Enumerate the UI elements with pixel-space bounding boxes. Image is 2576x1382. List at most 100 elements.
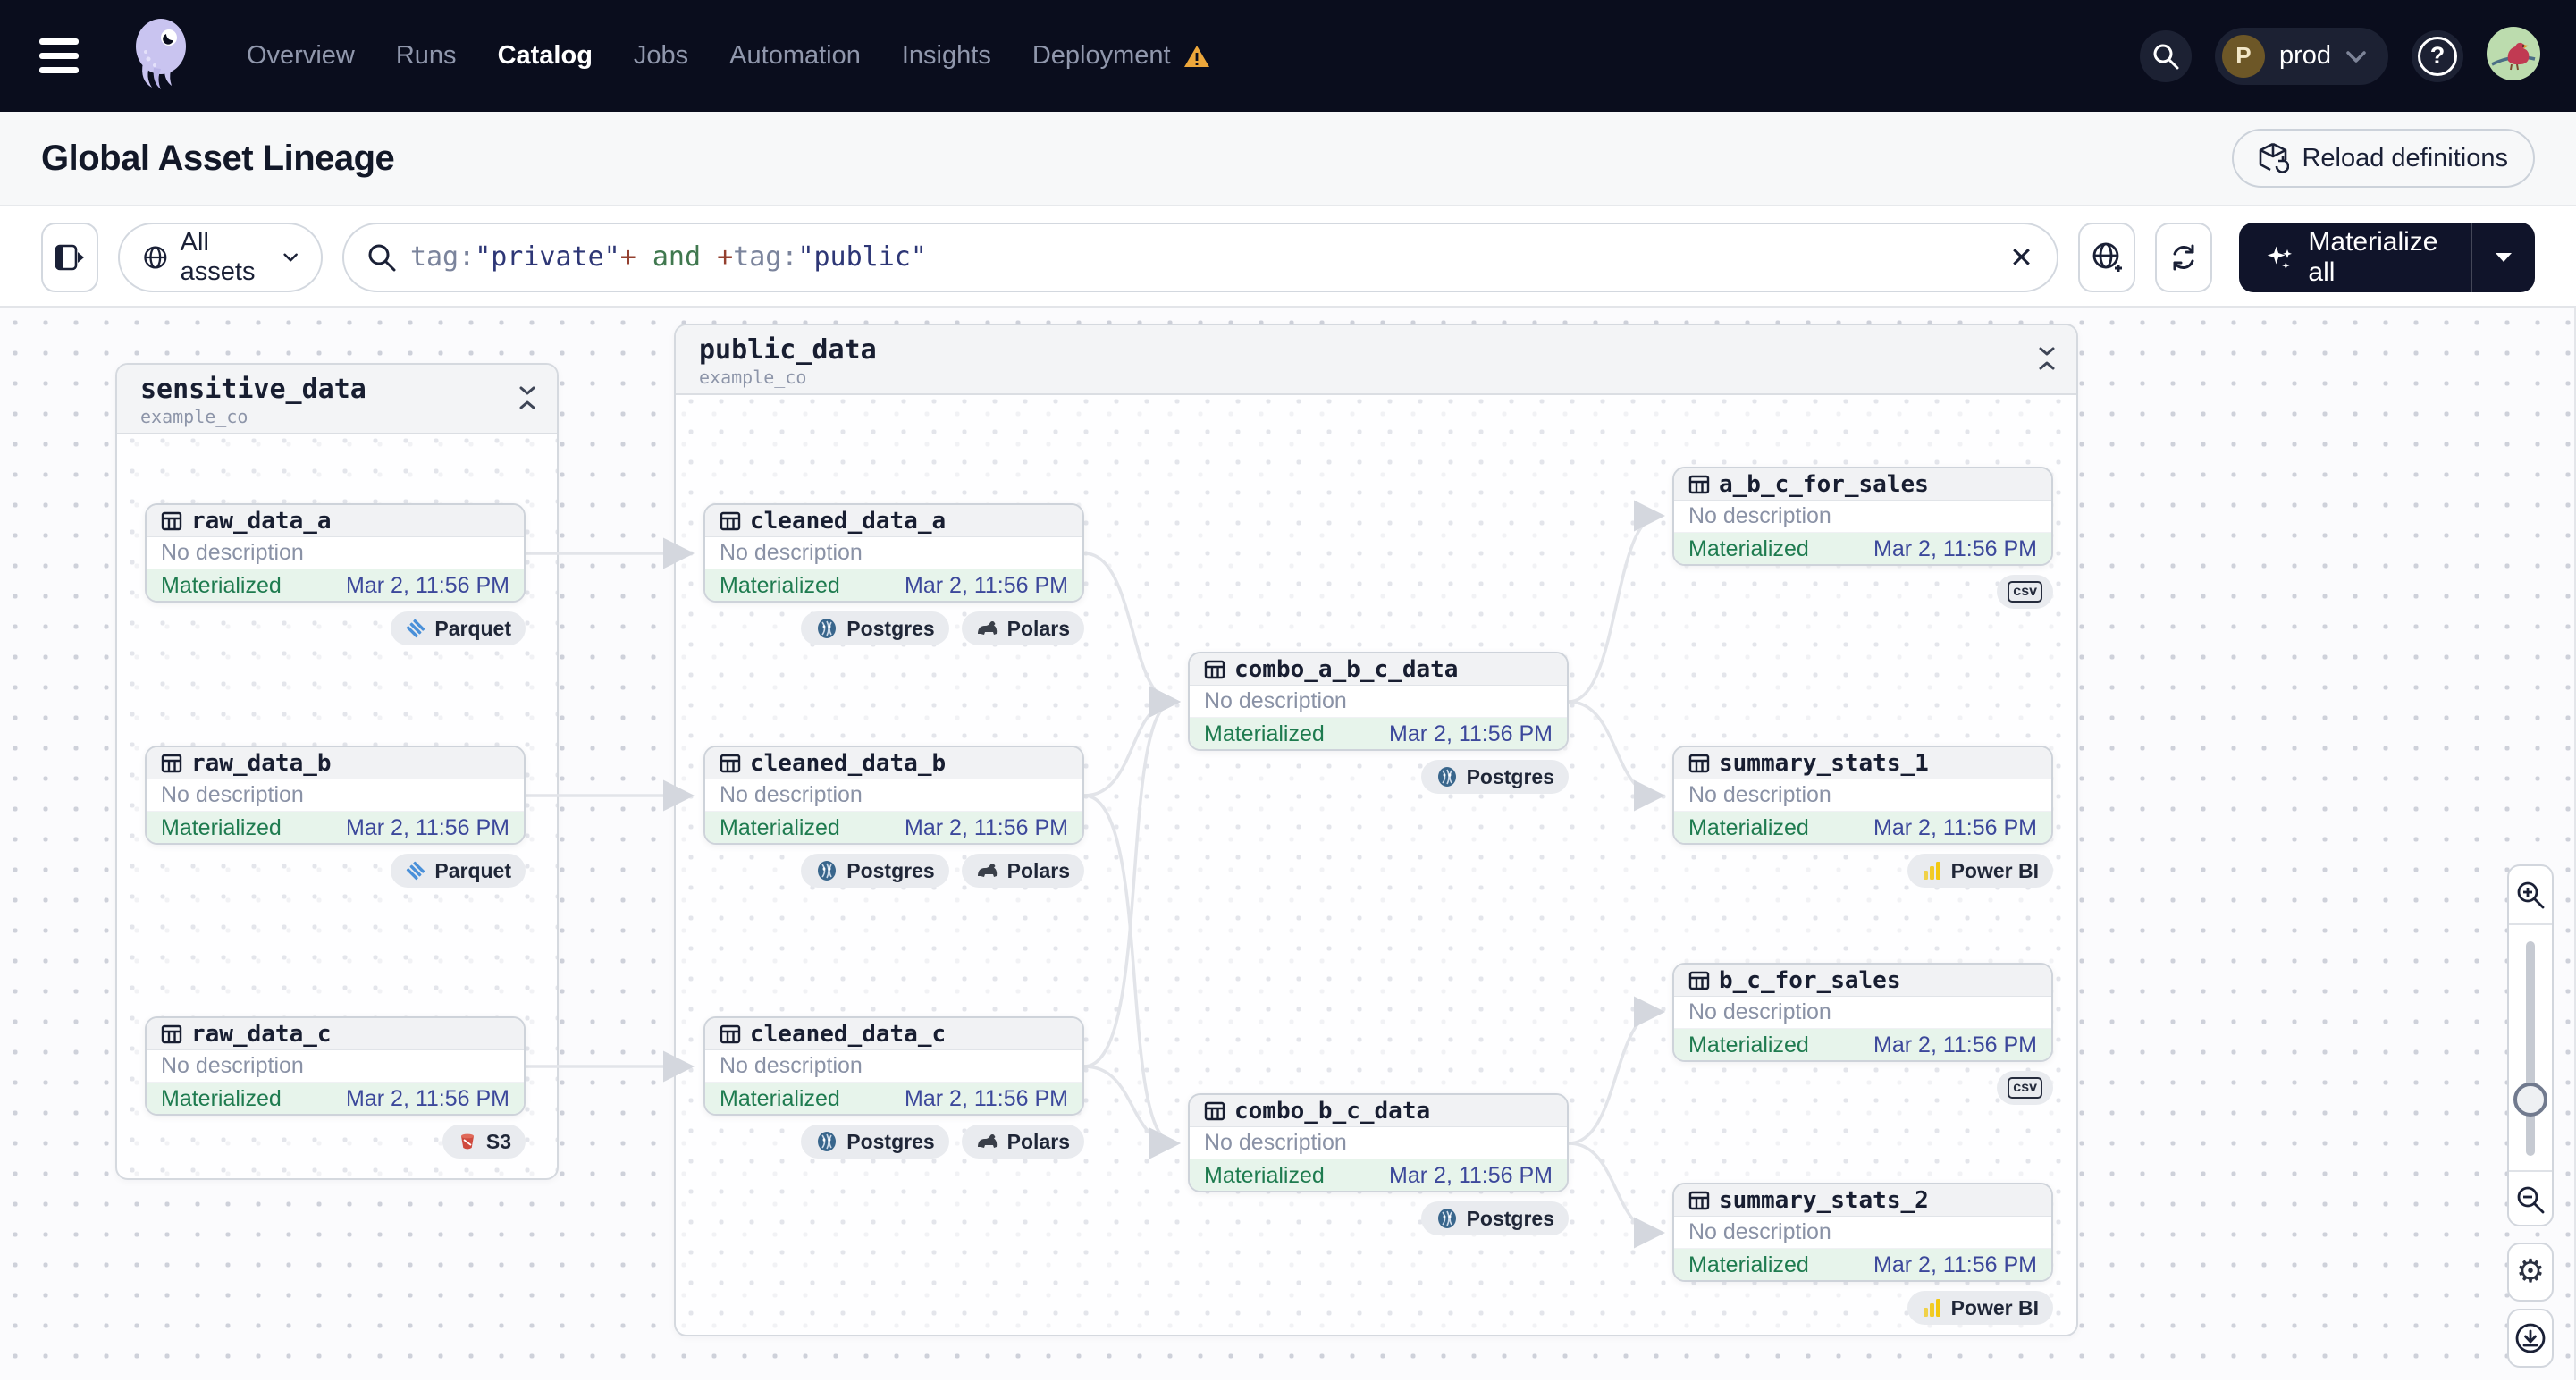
environment-switcher[interactable]: P prod: [2214, 27, 2388, 85]
postgres-icon: [818, 1132, 837, 1151]
postgres-icon: [1437, 1209, 1456, 1228]
asset-scope-dropdown[interactable]: All assets: [118, 222, 323, 292]
nav-item-automation[interactable]: Automation: [729, 41, 861, 70]
materialization-timestamp: Mar 2, 11:56 PM: [1873, 1252, 2037, 1277]
kind-badge-postgres[interactable]: Postgres: [801, 1125, 949, 1159]
kind-badge-postgres[interactable]: Postgres: [801, 854, 949, 888]
reload-cube-icon: [2260, 142, 2290, 173]
asset-node-cleaned-data-c[interactable]: cleaned_data_c No description Materializ…: [703, 1016, 1084, 1116]
status-badge: Materialized: [720, 815, 840, 840]
refresh-icon: [2173, 244, 2194, 270]
asset-description: No description: [147, 1050, 524, 1083]
collapse-group-icon[interactable]: [2037, 345, 2057, 372]
panel-toggle-icon: [55, 244, 84, 270]
table-icon: [1688, 971, 1710, 990]
polars-icon: [977, 864, 997, 877]
kind-badge-parquet[interactable]: Parquet: [391, 854, 526, 888]
table-icon: [1204, 1101, 1225, 1120]
globe-add-icon: [2092, 242, 2122, 272]
materialize-all-button[interactable]: Materialize all: [2239, 227, 2471, 288]
asset-node-cleaned-data-a[interactable]: cleaned_data_a No description Materializ…: [703, 503, 1084, 603]
group-header[interactable]: sensitive_data example_co: [117, 365, 557, 434]
asset-node-summary-stats-2[interactable]: summary_stats_2 No description Materiali…: [1672, 1183, 2053, 1282]
graph-download: [2507, 1309, 2554, 1368]
asset-node-b-c-for-sales[interactable]: b_c_for_sales No description Materialize…: [1672, 963, 2053, 1062]
global-search-button[interactable]: [2139, 29, 2192, 82]
kind-badge-postgres[interactable]: Postgres: [801, 611, 949, 645]
search-icon: [2153, 44, 2179, 69]
status-badge: Materialized: [1688, 1032, 1809, 1058]
asset-description: No description: [1674, 1217, 2051, 1249]
settings-button[interactable]: ⚙: [2509, 1244, 2552, 1300]
asset-node-a-b-c-for-sales[interactable]: a_b_c_for_sales No description Materiali…: [1672, 467, 2053, 566]
clear-search-icon[interactable]: ✕: [2009, 240, 2033, 274]
asset-node-cleaned-data-b[interactable]: cleaned_data_b No description Materializ…: [703, 746, 1084, 845]
dagster-logo-icon[interactable]: [127, 16, 197, 96]
filter-bar: All assets tag:"private"+ and +tag:"publ…: [0, 208, 2576, 306]
caret-down-icon: [2496, 252, 2512, 262]
kind-badge-postgres[interactable]: Postgres: [1420, 1201, 1569, 1235]
zoom-slider-thumb[interactable]: [2513, 1083, 2547, 1117]
asset-name: cleaned_data_b: [750, 749, 947, 777]
environment-avatar: P: [2221, 34, 2265, 78]
kind-badge-csv[interactable]: csv: [1997, 575, 2053, 609]
materialization-timestamp: Mar 2, 11:56 PM: [1873, 536, 2037, 561]
materialize-all-split-button: Materialize all: [2238, 222, 2535, 292]
status-badge: Materialized: [1688, 815, 1809, 840]
nav-item-jobs[interactable]: Jobs: [633, 41, 689, 70]
zoom-slider-track[interactable]: [2526, 941, 2535, 1156]
group-title: public_data: [699, 334, 877, 366]
download-button[interactable]: [2509, 1310, 2552, 1366]
user-avatar[interactable]: [2487, 27, 2540, 85]
asset-description: No description: [147, 779, 524, 812]
page-header: Global Asset Lineage Reload definitions: [0, 112, 2576, 206]
kind-badge-postgres[interactable]: Postgres: [1420, 760, 1569, 794]
materialization-timestamp: Mar 2, 11:56 PM: [1389, 1163, 1553, 1188]
status-badge: Materialized: [161, 573, 282, 598]
collapse-group-icon[interactable]: [518, 384, 537, 411]
lineage-canvas[interactable]: sensitive_data example_co public_data ex…: [0, 306, 2576, 1380]
group-title: sensitive_data: [140, 374, 366, 405]
help-icon: ?: [2418, 36, 2457, 76]
asset-description: No description: [147, 537, 524, 569]
kind-badge-polars[interactable]: Polars: [961, 854, 1084, 888]
kind-badge-polars[interactable]: Polars: [961, 1125, 1084, 1159]
nav-item-insights[interactable]: Insights: [901, 41, 991, 70]
toggle-sidebar-button[interactable]: [41, 222, 98, 292]
asset-node-combo-a-b-c-data[interactable]: combo_a_b_c_data No description Material…: [1188, 652, 1569, 751]
postgres-icon: [1437, 767, 1456, 787]
asset-name: raw_data_b: [191, 749, 332, 777]
zoom-slider[interactable]: [2509, 923, 2552, 1170]
materialize-options-button[interactable]: [2472, 251, 2535, 264]
nav-item-runs[interactable]: Runs: [395, 41, 457, 70]
nav-item-catalog[interactable]: Catalog: [497, 41, 593, 70]
kind-badge-powerbi[interactable]: Power BI: [1907, 1291, 2053, 1325]
group-subtitle: example_co: [140, 406, 248, 427]
asset-node-summary-stats-1[interactable]: summary_stats_1 No description Materiali…: [1672, 746, 2053, 845]
reload-definitions-button[interactable]: Reload definitions: [2232, 129, 2535, 188]
nav-item-deployment[interactable]: Deployment: [1032, 41, 1210, 71]
help-button[interactable]: ?: [2412, 29, 2463, 82]
asset-node-combo-b-c-data[interactable]: combo_b_c_data No description Materializ…: [1188, 1093, 1569, 1192]
csv-icon: csv: [2008, 1077, 2042, 1099]
top-nav: Overview Runs Catalog Jobs Automation In…: [0, 0, 2576, 112]
powerbi-icon: [1923, 1299, 1940, 1317]
kind-badge-s3[interactable]: S3: [442, 1125, 526, 1159]
nav-item-overview[interactable]: Overview: [247, 41, 355, 70]
refresh-button[interactable]: [2154, 222, 2212, 292]
status-badge: Materialized: [720, 573, 840, 598]
zoom-out-button[interactable]: [2509, 1170, 2552, 1227]
kind-badge-powerbi[interactable]: Power BI: [1907, 854, 2053, 888]
kind-badge-csv[interactable]: csv: [1997, 1071, 2053, 1105]
kind-badge-parquet[interactable]: Parquet: [391, 611, 526, 645]
asset-name: a_b_c_for_sales: [1719, 470, 1929, 498]
asset-search-input[interactable]: tag:"private"+ and +tag:"public" ✕: [341, 222, 2058, 292]
menu-icon[interactable]: [39, 34, 102, 79]
view-scope-button[interactable]: [2077, 222, 2135, 292]
kind-badge-polars[interactable]: Polars: [961, 611, 1084, 645]
group-header[interactable]: public_data example_co: [676, 325, 2076, 395]
zoom-in-button[interactable]: [2509, 866, 2552, 923]
